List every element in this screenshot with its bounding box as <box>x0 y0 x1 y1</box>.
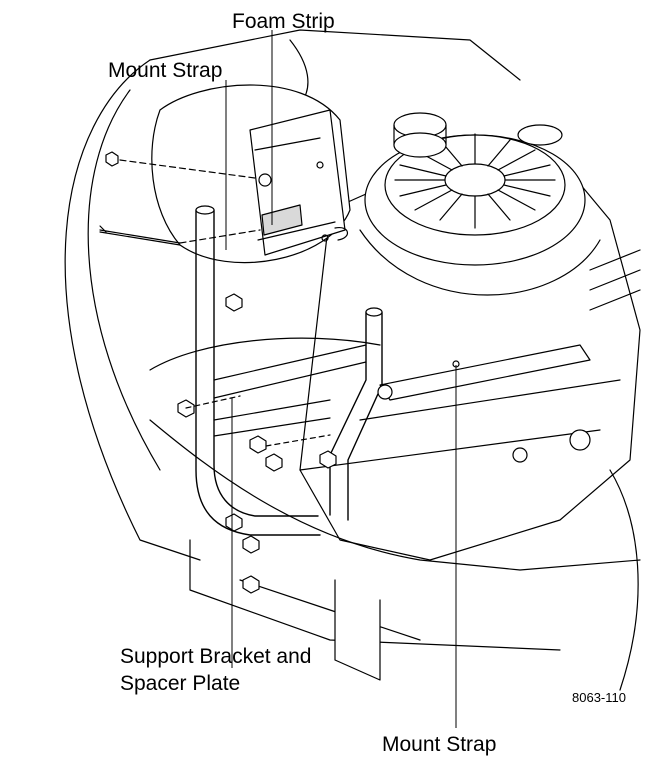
deck-bumper <box>149 337 641 681</box>
engine-caps <box>393 112 563 158</box>
right-side-detail <box>512 249 641 691</box>
magnified-mount-view <box>99 84 351 264</box>
rear-mount-strap <box>377 344 591 401</box>
support-bracket-label-line2: Spacer Plate <box>120 672 241 695</box>
foam-strip-label: Foam Strip <box>232 10 335 33</box>
mount-strap-top-label: Mount Strap <box>108 59 223 82</box>
mount-strap-bottom-label: Mount Strap <box>382 733 497 756</box>
figure-id: 8063-110 <box>572 690 626 705</box>
flywheel-screen <box>364 133 586 266</box>
hardware <box>99 231 337 594</box>
support-tube-frame <box>195 205 383 536</box>
leader-lines <box>225 30 457 728</box>
support-bracket-label-line1: Support Bracket and <box>120 645 312 668</box>
